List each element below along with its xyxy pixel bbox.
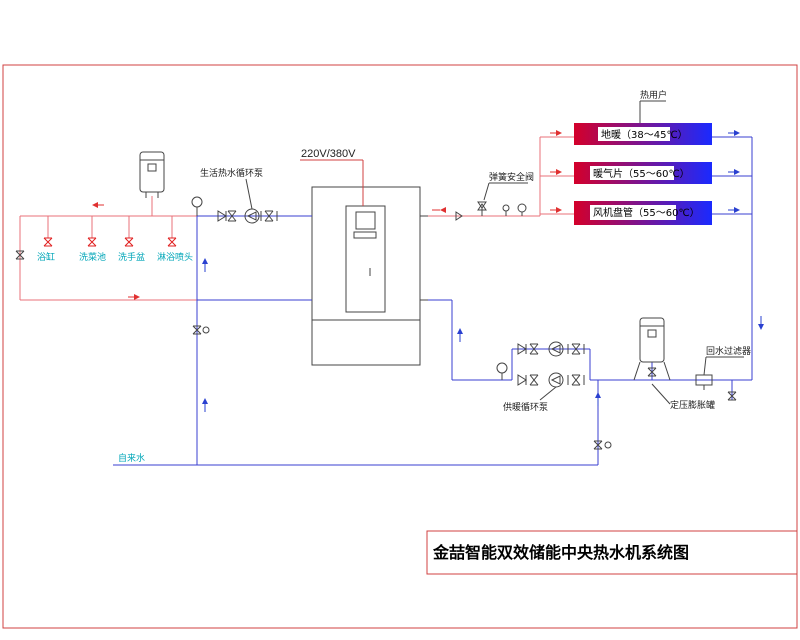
expansion-tank-leader [651, 383, 671, 405]
left-vertical-valve [192, 325, 210, 335]
heating-pump-leader [539, 386, 557, 401]
radiator-fan-coil: 风机盘管（55～60℃） [574, 201, 712, 225]
fixture-label-washbasin: 洗手盆 [118, 251, 145, 263]
return-filter [695, 374, 737, 401]
heating-pump-label: 供暖循环泵 [503, 401, 548, 413]
outer-frame [2, 64, 798, 629]
heating-expansion-tank [633, 317, 671, 381]
fixture-label-bathtub: 浴缸 [37, 251, 55, 263]
right-flow-arrows [432, 130, 764, 406]
safety-valve-cluster [455, 201, 527, 221]
radiator-floor-heating: 地暖（38～45℃） [574, 123, 712, 145]
main-heat-pump-unit [308, 186, 428, 366]
makeup-valve [593, 440, 612, 450]
title-block [426, 530, 798, 575]
heat-users-label: 热用户 [640, 89, 667, 101]
return-filter-leader [703, 356, 707, 376]
fixture-valves [43, 237, 177, 247]
diagram-title: 金喆智能双效储能中央热水机系统图 [432, 543, 689, 562]
fixture-label-sink: 洗菜池 [79, 251, 106, 263]
tap-water-label: 自来水 [118, 452, 145, 464]
radiator-label-panel: 暖气片（55～60℃） [593, 167, 690, 180]
spring-valve-leader [483, 182, 490, 201]
left-drain-valve [15, 250, 25, 260]
domestic-pump-leader [245, 178, 253, 210]
left-flow-arrows [92, 202, 208, 412]
fixture-label-shower: 淋浴喷头 [157, 251, 193, 263]
power-label: 220V/380V [301, 148, 356, 160]
radiator-label-floor: 地暖（38～45℃） [601, 128, 688, 141]
return-filter-label: 回水过滤器 [706, 345, 751, 357]
radiator-label-fancoil: 风机盘管（55～60℃） [593, 206, 700, 219]
domestic-loop [19, 196, 598, 466]
domestic-expansion-tank [139, 151, 165, 198]
radiator-panel: 暖气片（55～60℃） [574, 162, 712, 184]
domestic-pump-label: 生活热水循环泵 [200, 167, 263, 179]
spring-valve-label: 弹簧安全阀 [489, 171, 534, 183]
expansion-tank-label: 定压膨胀罐 [670, 399, 715, 411]
domestic-pump-assembly [191, 196, 278, 224]
heating-loop [428, 136, 753, 465]
